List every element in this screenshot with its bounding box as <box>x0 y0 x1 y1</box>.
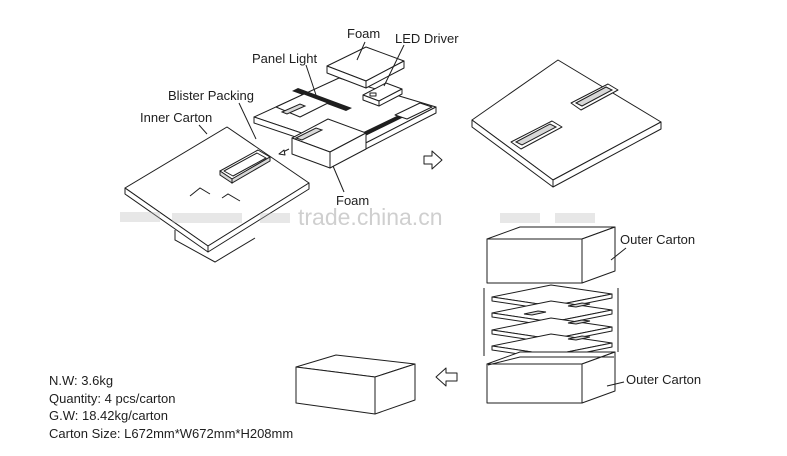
outer-carton-lid <box>486 226 616 284</box>
spec-quantity: Quantity: 4 pcs/carton <box>49 390 176 406</box>
watermark-band <box>120 212 595 223</box>
label-foam-top: Foam <box>347 26 381 41</box>
leader-outer-bottom <box>606 381 625 387</box>
panel-light-assembly <box>253 46 437 169</box>
label-led-driver: LED Driver <box>395 31 459 46</box>
label-panel-light: Panel Light <box>252 51 318 66</box>
specs-block: N.W: 3.6kg Quantity: 4 pcs/carton G.W: 1… <box>49 372 293 442</box>
spec-carton-size: Carton Size: L672mm*W672mm*H208mm <box>49 425 294 441</box>
watermark-text: trade.china.cn <box>298 204 443 230</box>
sealed-outer-carton <box>295 354 416 415</box>
label-blister-packing: Blister Packing <box>168 88 254 103</box>
inner-carton <box>124 126 310 263</box>
closed-inner-carton <box>471 59 662 188</box>
leader-lines <box>198 41 405 193</box>
outer-carton-base <box>486 351 616 404</box>
blister-packing <box>219 149 271 184</box>
label-foam-bottom: Foam <box>336 193 370 208</box>
stacked-inner-cartons <box>483 284 619 360</box>
arrow-left-icon <box>435 367 458 387</box>
label-outer-carton-bottom: Outer Carton <box>626 372 702 387</box>
spec-net-weight: N.W: 3.6kg <box>49 373 114 388</box>
spec-gross-weight: G.W: 18.42kg/carton <box>49 408 168 423</box>
small-arrow-icon <box>278 148 290 156</box>
arrow-right-icon <box>423 150 443 170</box>
label-outer-carton-top: Outer Carton <box>620 232 696 247</box>
leader-outer-top <box>610 247 627 261</box>
label-inner-carton: Inner Carton <box>140 110 213 125</box>
